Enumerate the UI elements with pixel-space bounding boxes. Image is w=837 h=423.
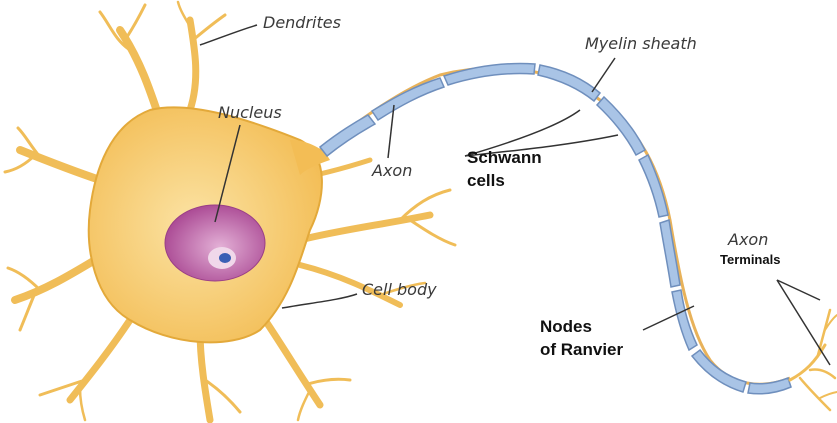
label-cell-body: Cell body — [362, 282, 437, 298]
label-dendrites: Dendrites — [263, 15, 341, 31]
label-nodes-of-ranvier-line1: Nodes — [540, 318, 592, 335]
label-axon: Axon — [372, 163, 412, 179]
nucleus-shape — [165, 205, 265, 281]
label-schwann-cells-line2: cells — [467, 172, 505, 189]
axon-terminals — [790, 310, 837, 410]
label-nodes-of-ranvier-line2: of Ranvier — [540, 341, 623, 358]
label-axon-terminals-line2: Terminals — [720, 253, 780, 266]
label-nucleus: Nucleus — [218, 105, 282, 121]
label-myelin-sheath: Myelin sheath — [585, 36, 697, 52]
nucleolus — [219, 253, 231, 263]
label-schwann-cells-line1: Schwann — [467, 149, 542, 166]
axon-core — [320, 68, 790, 384]
label-axon-terminals-line1: Axon — [728, 232, 768, 248]
